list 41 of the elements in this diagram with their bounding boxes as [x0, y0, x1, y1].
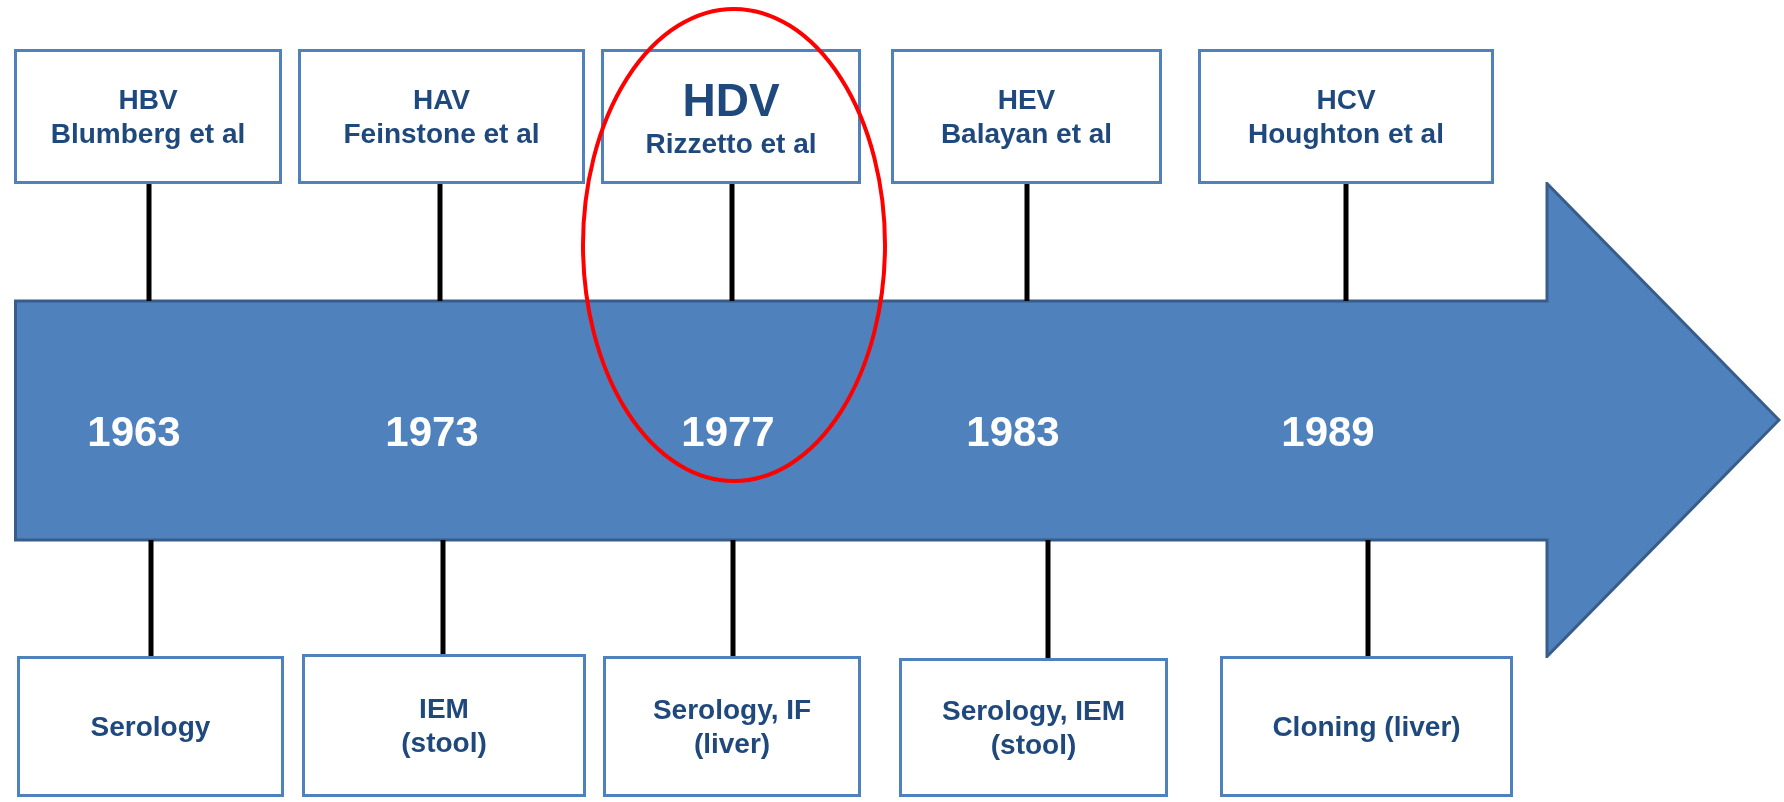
text-box [1220, 656, 1513, 797]
connector-line [1343, 184, 1349, 301]
text-box [17, 656, 284, 797]
text-box [891, 49, 1162, 184]
text-box [1198, 49, 1494, 184]
virus-name: HEV [997, 82, 1056, 117]
connector-line [1045, 540, 1051, 658]
method-text: Serology, IEM (stool) [940, 693, 1127, 762]
connector-line [437, 184, 443, 301]
year-label: 1963 [87, 408, 181, 456]
virus-name: HDV [682, 72, 780, 127]
virus-name: HCV [1316, 82, 1376, 117]
year-label: 1989 [1281, 408, 1375, 456]
year-label: 1983 [966, 408, 1060, 456]
method-text: IEM (stool) [400, 691, 488, 760]
connector-line [146, 184, 152, 301]
connector-line [1365, 540, 1371, 656]
author-text: Feinstone et al [343, 116, 540, 151]
text-box [14, 49, 282, 184]
text-box [603, 656, 861, 797]
text-box [899, 658, 1168, 797]
connector-line [729, 184, 735, 301]
connector-line [440, 540, 446, 654]
connector-line [1024, 184, 1030, 301]
timeline-arrow [14, 182, 1781, 658]
virus-name: HAV [412, 82, 470, 117]
method-text: Serology, IF (liver) [651, 692, 813, 761]
year-label: 1973 [385, 408, 479, 456]
connector-line [730, 540, 736, 656]
method-text: Serology [90, 709, 211, 744]
connector-line [148, 540, 154, 656]
author-text: Houghton et al [1248, 116, 1444, 151]
virus-name: HBV [118, 82, 178, 117]
text-box [601, 49, 861, 184]
year-label: 1977 [681, 408, 775, 456]
text-box [298, 49, 585, 184]
author-text: Rizzetto et al [645, 126, 817, 161]
text-box [302, 654, 586, 797]
author-text: Blumberg et al [50, 116, 246, 151]
author-text: Balayan et al [940, 116, 1113, 151]
method-text: Cloning (liver) [1272, 709, 1461, 744]
